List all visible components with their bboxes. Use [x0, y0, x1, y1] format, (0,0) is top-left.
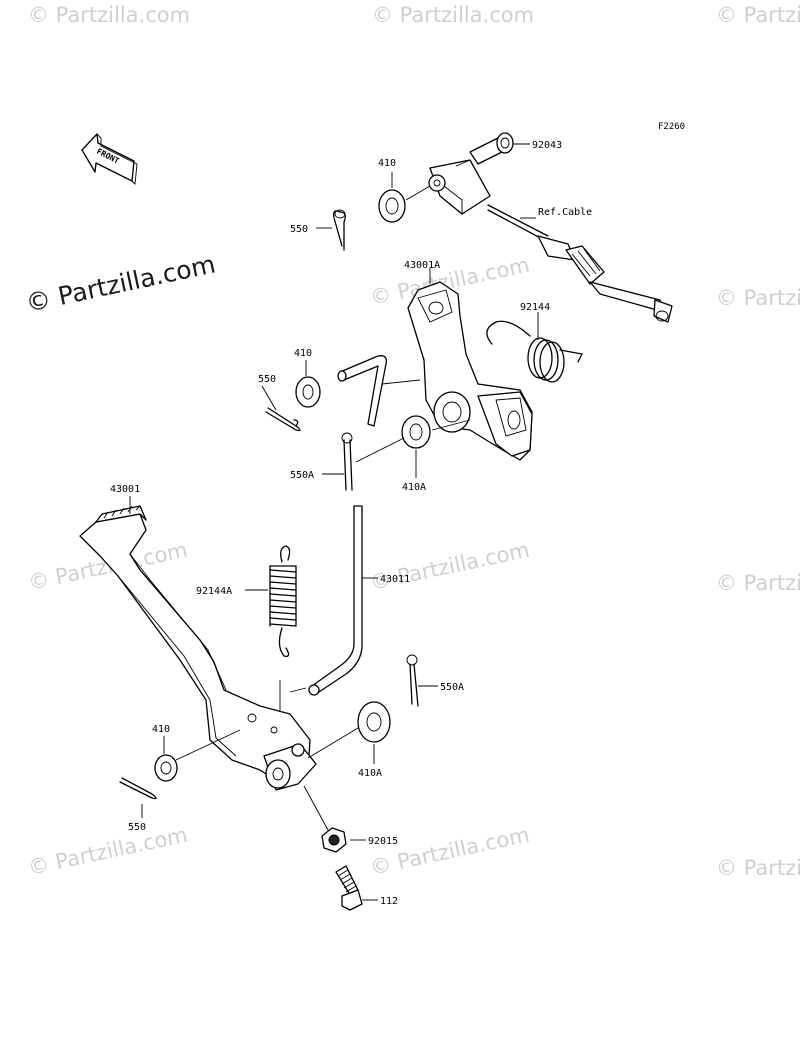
cotter-pin-550	[332, 209, 346, 251]
watermark: © Partzilla.com	[372, 3, 534, 27]
brake-cable	[487, 204, 673, 323]
watermark: © Partzilla.com	[368, 538, 532, 595]
brake-pedal-43001	[79, 505, 317, 791]
watermark: © Partzilla.com	[368, 823, 532, 880]
torsion-spring-92144	[486, 320, 583, 383]
part-label-550: 550	[258, 374, 276, 385]
washer-410	[378, 189, 406, 223]
washer-410	[154, 754, 178, 782]
nut-92015	[321, 827, 347, 853]
watermark: © Partzilla.com	[716, 286, 800, 310]
part-label-ref-cable: Ref.Cable	[538, 207, 592, 218]
washer-410A	[357, 701, 391, 743]
front-arrow-icon: FRONT	[81, 133, 138, 185]
leader-lines	[129, 143, 539, 901]
cable-clevis	[428, 159, 491, 215]
part-label-550A: 550A	[440, 682, 464, 693]
brake-rod-43011	[308, 505, 363, 696]
watermark-featured: © Partzilla.com	[23, 249, 218, 317]
bolt-112	[335, 865, 363, 911]
watermark: © Partzilla.com	[716, 856, 800, 880]
part-label-550: 550	[128, 822, 146, 833]
figure-code: F2260	[658, 122, 685, 132]
watermark: © Partzilla.com	[28, 3, 190, 27]
part-label-92144: 92144	[520, 302, 550, 313]
part-label-550A: 550A	[290, 470, 314, 481]
cotter-pin-550A	[406, 654, 419, 707]
part-label-410: 410	[378, 158, 396, 169]
part-label-43001: 43001	[110, 484, 140, 495]
part-labels: 92043 410 550 Ref.Cable 43001A 92144 410…	[110, 140, 592, 907]
part-label-410: 410	[294, 348, 312, 359]
part-label-92015: 92015	[368, 836, 398, 847]
part-label-43011: 43011	[380, 574, 410, 585]
part-label-112: 112	[380, 896, 398, 907]
part-label-410: 410	[152, 724, 170, 735]
extension-spring-92144A	[269, 545, 297, 657]
cotter-pin-550	[265, 407, 301, 432]
watermark: © Partzilla.com	[716, 571, 800, 595]
watermark: © Partzilla.com	[26, 823, 190, 880]
washer-410	[295, 376, 321, 408]
part-label-92043: 92043	[532, 140, 562, 151]
part-label-43001A: 43001A	[404, 260, 440, 271]
watermark: © Partzilla.com	[716, 3, 800, 27]
cotter-pin-550A	[341, 432, 353, 491]
part-label-410A: 410A	[402, 482, 426, 493]
washer-410A	[401, 415, 431, 449]
part-label-92144A: 92144A	[196, 586, 232, 597]
part-label-550: 550	[290, 224, 308, 235]
clevis-pin-92043	[469, 132, 514, 165]
pivot-rod	[337, 355, 387, 427]
part-label-410A: 410A	[358, 768, 382, 779]
cotter-pin-550	[119, 777, 157, 800]
